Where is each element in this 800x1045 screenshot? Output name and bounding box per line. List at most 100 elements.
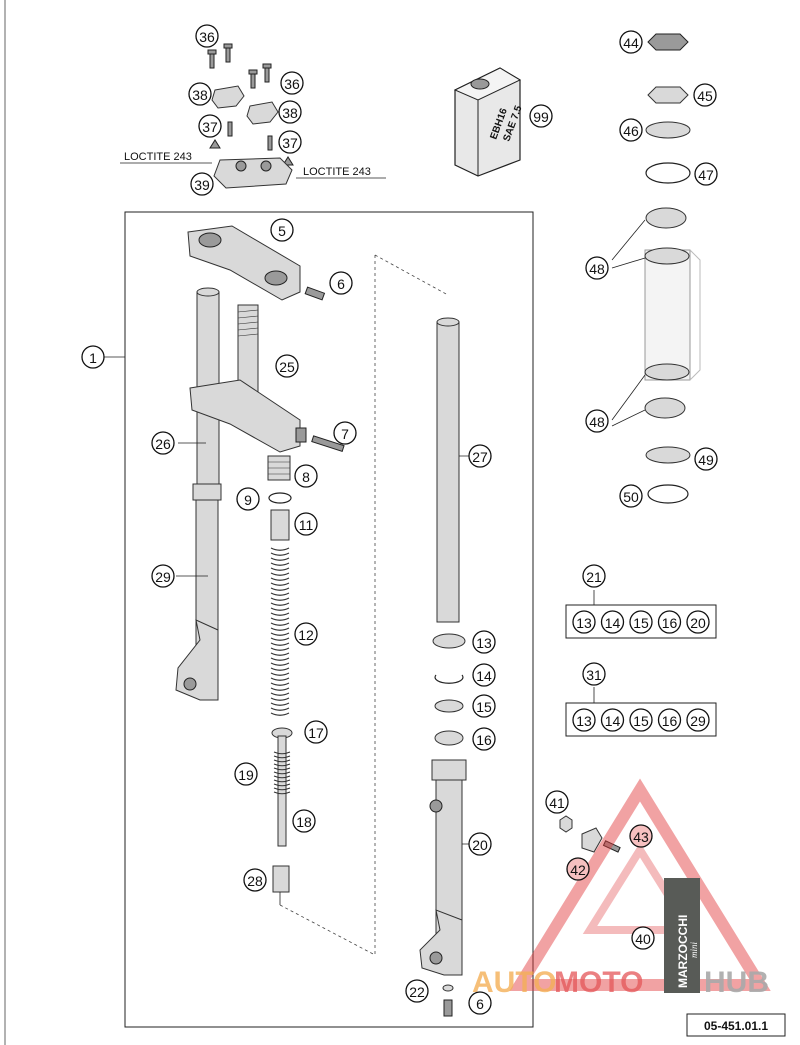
callout-number: 38: [282, 105, 298, 121]
callout-number: 29: [155, 569, 171, 585]
callout-16: 16: [472, 727, 496, 751]
callout-number: 38: [192, 87, 208, 103]
callout-8: 8: [294, 464, 318, 488]
callout-19: 19: [234, 762, 258, 786]
callout-number: 9: [244, 492, 252, 508]
callout-9: 9: [236, 487, 260, 511]
right-fork-leg: [419, 317, 480, 1017]
callout-number: 40: [635, 931, 651, 947]
callout-number: 47: [698, 167, 714, 183]
callout-number: 21: [586, 569, 602, 585]
drawing-number-box: [686, 1013, 786, 1037]
callout-15: 15: [472, 694, 496, 718]
callout-42: 42: [566, 857, 590, 881]
callout-5: 5: [270, 218, 294, 242]
callout-27: 27: [468, 444, 492, 468]
callout-47: 47: [694, 162, 718, 186]
callout-14: 14: [472, 663, 496, 687]
callout-38a: 38: [188, 82, 212, 106]
callout-number: 44: [623, 35, 639, 51]
callout-29: 29: [151, 564, 175, 588]
kit-item-number: 14: [605, 713, 621, 729]
callout-26: 26: [151, 431, 175, 455]
callout-28: 28: [243, 868, 267, 892]
marzocchi-sub: mini: [689, 942, 699, 959]
callout-18: 18: [292, 809, 316, 833]
callout-43: 43: [629, 824, 653, 848]
callout-number: 17: [308, 725, 324, 741]
kit21-item: 14: [600, 610, 625, 634]
loctite-label-left: LOCTITE 243: [124, 151, 192, 163]
callout-number: 16: [476, 732, 492, 748]
callout-46: 46: [619, 118, 643, 142]
kit-21-box: [565, 604, 717, 639]
callout-number: 11: [299, 517, 314, 533]
callout-number: 14: [476, 668, 492, 684]
callout-11: 11: [294, 512, 318, 536]
kit21-item: 13: [572, 610, 596, 634]
callout-6a: 6: [329, 271, 353, 295]
callout-36b: 36: [280, 71, 304, 95]
watermark-text-hub: HUB: [704, 966, 769, 999]
callout-number: 7: [341, 426, 349, 442]
callout-number: 31: [586, 667, 602, 683]
callout-number: 39: [194, 177, 210, 193]
callout-21: 21: [582, 564, 606, 588]
watermark: MARZOCCHI mini AUTO MOTO HUB: [472, 778, 771, 999]
callout-number: 12: [298, 627, 314, 643]
kit-item-number: 29: [690, 713, 706, 729]
callout-number: 36: [284, 76, 300, 92]
callout-39: 39: [190, 172, 214, 196]
callout-1: 1: [81, 345, 105, 369]
watermark-text-moto: MOTO: [554, 966, 643, 999]
marzocchi-label: MARZOCCHI: [676, 915, 690, 988]
callout-13: 13: [472, 630, 496, 654]
callout-number: 28: [247, 873, 263, 889]
kit31-item: 16: [657, 708, 682, 732]
kit-item-number: 16: [662, 713, 678, 729]
callout-36a: 36: [195, 24, 219, 48]
callout-17: 17: [304, 720, 328, 744]
kit31-item: 15: [629, 708, 653, 732]
callout-99: 99: [529, 104, 553, 128]
callout-number: 1: [89, 350, 97, 366]
kit21-item: 20: [686, 610, 710, 634]
callout-44: 44: [619, 30, 643, 54]
fork-assembly-frame: [124, 211, 534, 1028]
callout-number: 37: [202, 119, 218, 135]
callout-number: 5: [278, 223, 286, 239]
callout-12: 12: [294, 622, 318, 646]
marzocchi-badge: [664, 878, 700, 993]
callout-48b: 48: [585, 409, 609, 433]
callout-number: 25: [279, 359, 295, 375]
kit-item-number: 15: [633, 713, 649, 729]
callout-6b: 6: [468, 991, 492, 1015]
fork-internals: [267, 254, 449, 956]
callout-number: 13: [476, 635, 492, 651]
kit-item-number: 13: [576, 713, 592, 729]
callout-number: 41: [549, 795, 565, 811]
callout-37b: 37: [278, 130, 302, 154]
kit21-item: 16: [657, 610, 682, 634]
callout-22: 22: [405, 979, 429, 1003]
callout-48a: 48: [585, 256, 609, 280]
callout-number: 48: [589, 261, 605, 277]
callout-number: 45: [697, 88, 713, 104]
callout-41: 41: [545, 790, 569, 814]
kit-item-number: 15: [633, 615, 649, 631]
callout-number: 27: [472, 449, 488, 465]
fork-oil-can: EBH16 SAE 7.5: [453, 67, 525, 177]
callout-number: 99: [533, 109, 549, 125]
drawing-number: 05-451.01.1: [704, 1019, 768, 1033]
kit-item-number: 14: [605, 615, 621, 631]
callout-number: 18: [296, 814, 312, 830]
kit-item-number: 20: [690, 615, 706, 631]
kit-item-number: 13: [576, 615, 592, 631]
callout-number: 36: [199, 29, 215, 45]
left-fork-leg: [104, 225, 345, 701]
callout-number: 20: [472, 837, 488, 853]
callout-45: 45: [693, 83, 717, 107]
callout-number: 49: [698, 452, 714, 468]
callout-number: 46: [623, 123, 639, 139]
